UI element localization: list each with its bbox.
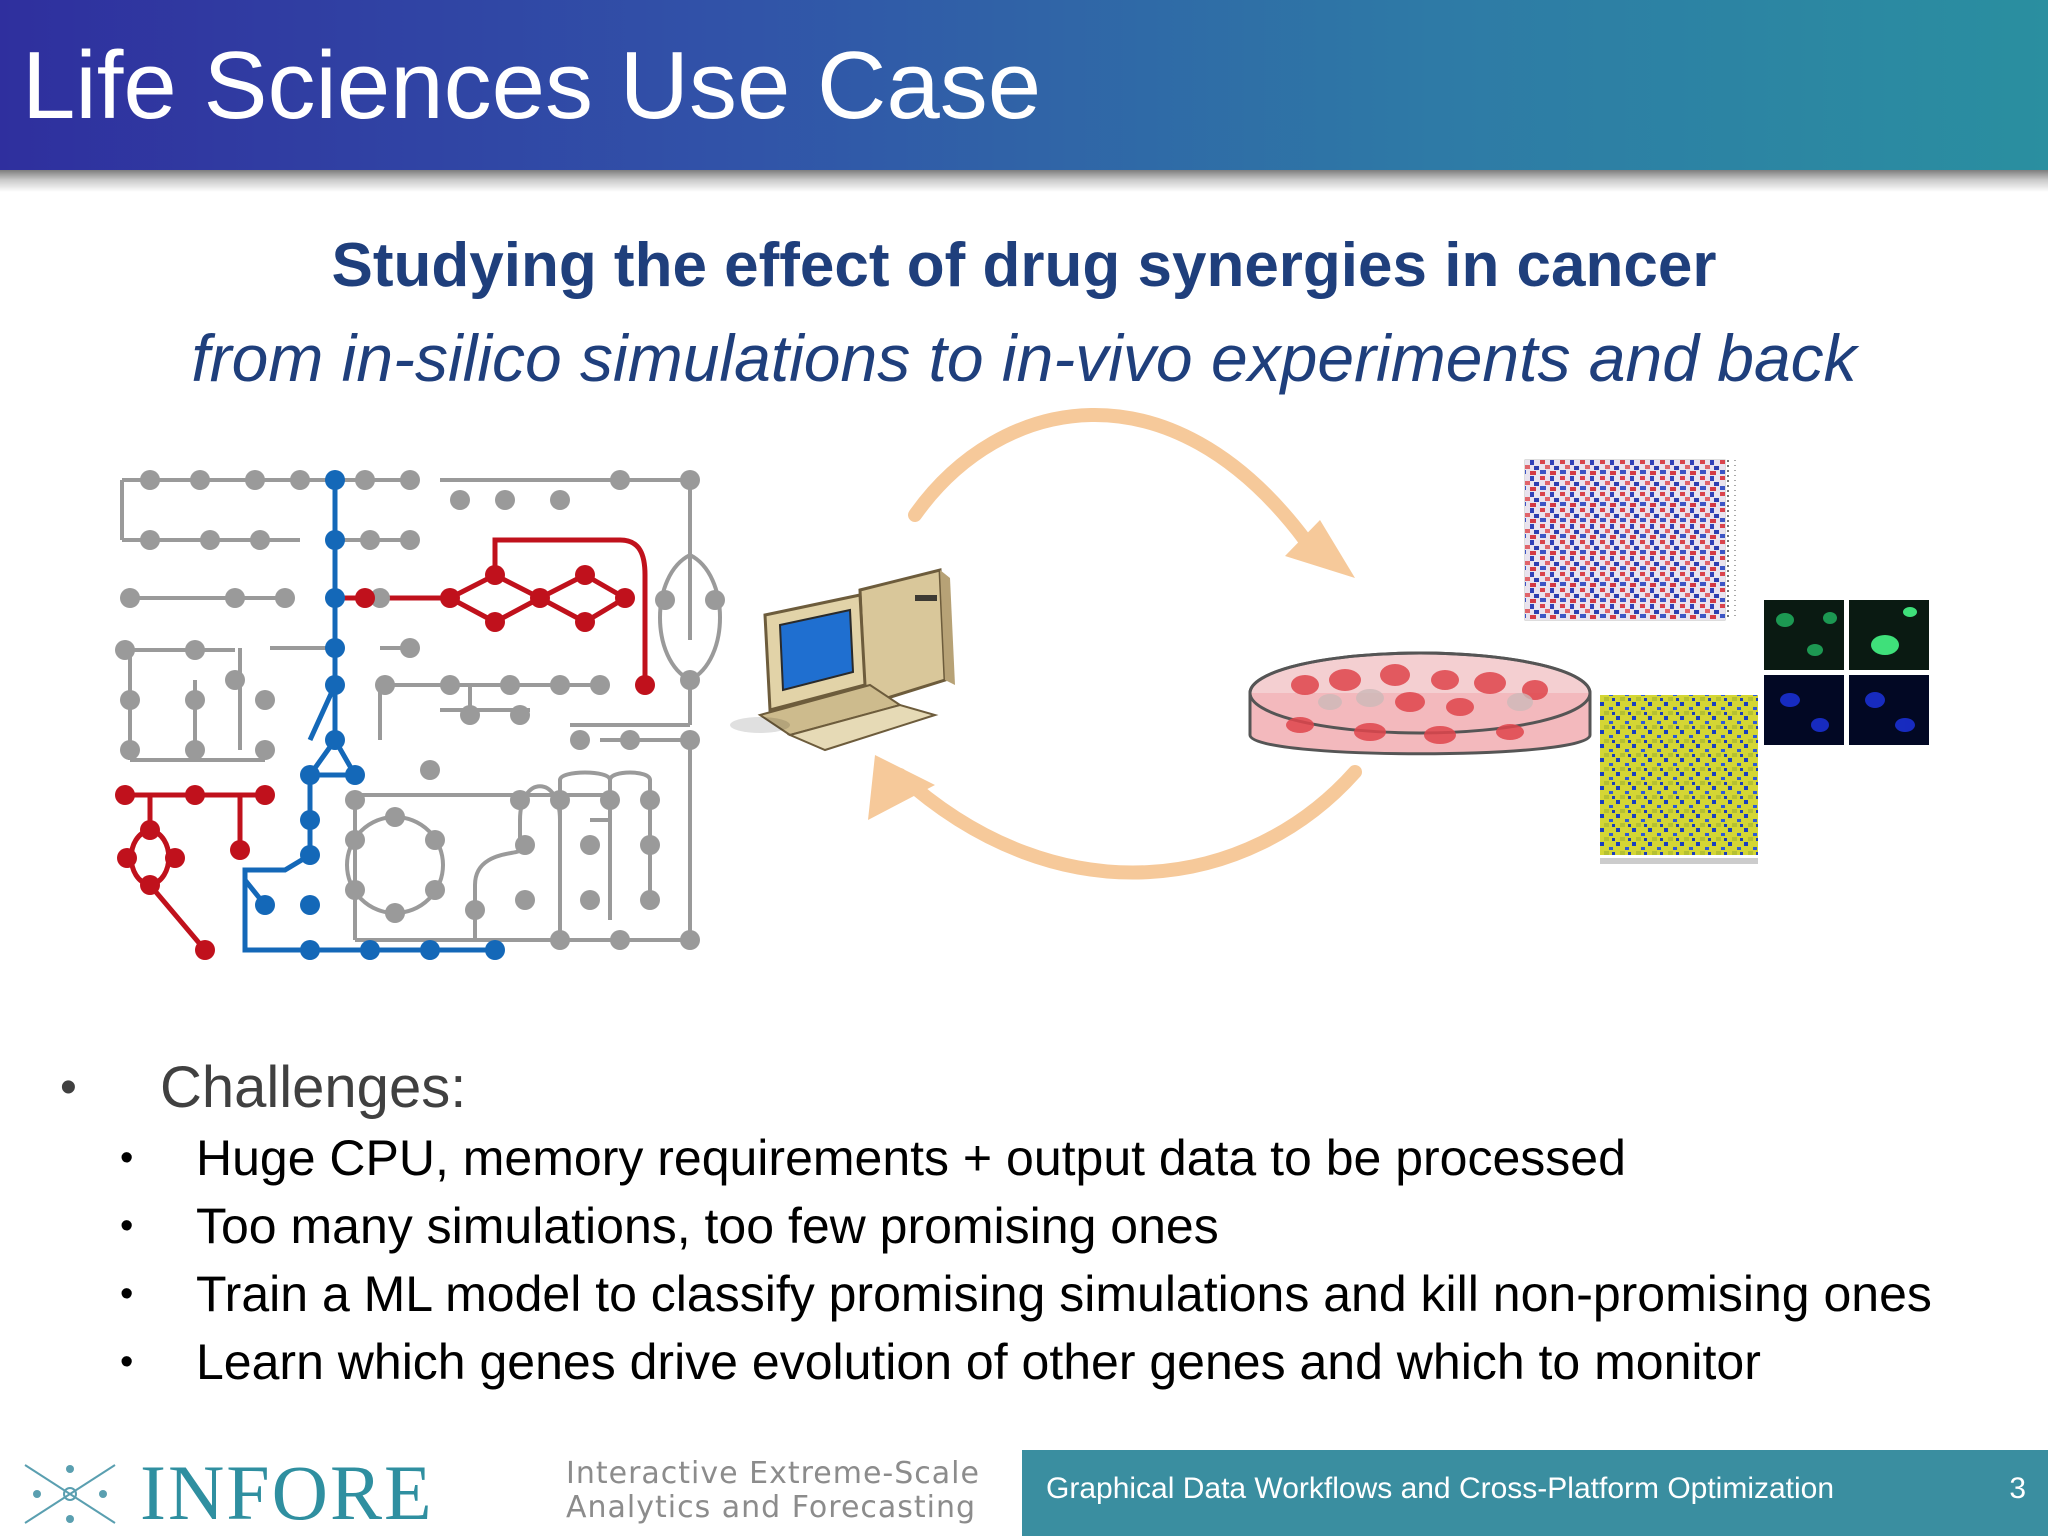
list-item: • Train a ML model to classify promising…: [60, 1260, 2020, 1328]
challenges-list: • Challenges: • Huge CPU, memory require…: [60, 1050, 2020, 1396]
heatmap-icon: [1600, 695, 1758, 864]
list-item: • Learn which genes drive evolution of o…: [60, 1328, 2020, 1396]
footer-logo-area: [0, 1450, 1022, 1536]
heatmap-icon: [1524, 459, 1736, 621]
infore-logo-text: INFORE: [140, 1449, 434, 1536]
list-item: • Challenges:: [60, 1050, 2020, 1124]
challenge-item: Huge CPU, memory requirements + output d…: [196, 1130, 1626, 1186]
network-graph-icon: [115, 470, 725, 960]
infore-logo-icon: [24, 1464, 116, 1524]
list-item: • Too many simulations, too few promisin…: [60, 1192, 2020, 1260]
page-number: 3: [2009, 1472, 2026, 1505]
subtitle-tagline: from in-silico simulations to in-vivo ex…: [191, 321, 1857, 395]
subtitle-heading: Studying the effect of drug synergies in…: [331, 231, 1717, 300]
tagline-line1: Interactive Extreme-Scale: [566, 1456, 980, 1491]
bullet-icon: •: [60, 1060, 77, 1114]
cycle-arrow-icon: [893, 408, 1362, 880]
microscopy-icon: [1762, 598, 1931, 748]
title-bar: [0, 0, 2048, 170]
tagline-line2: Analytics and Forecasting: [566, 1490, 977, 1525]
list-item: • Huge CPU, memory requirements + output…: [60, 1124, 2020, 1192]
bullet-icon: •: [120, 1272, 134, 1315]
bullet-icon: •: [120, 1136, 134, 1179]
footer-bar: Graphical Data Workflows and Cross-Platf…: [1022, 1450, 2048, 1536]
footer-title: Graphical Data Workflows and Cross-Platf…: [1046, 1472, 1835, 1505]
workflow-illustration: [115, 408, 1931, 960]
challenges-heading: Challenges:: [160, 1054, 467, 1120]
title-divider: [0, 170, 2048, 192]
computer-icon: [730, 568, 955, 752]
bullet-icon: •: [120, 1204, 134, 1247]
petri-dish-icon: [1248, 651, 1592, 756]
challenge-item: Too many simulations, too few promising …: [196, 1198, 1219, 1254]
bullet-icon: •: [120, 1340, 134, 1383]
slide-title: Life Sciences Use Case: [22, 32, 1042, 139]
challenge-item: Train a ML model to classify promising s…: [196, 1266, 1932, 1322]
challenge-item: Learn which genes drive evolution of oth…: [196, 1334, 1761, 1390]
